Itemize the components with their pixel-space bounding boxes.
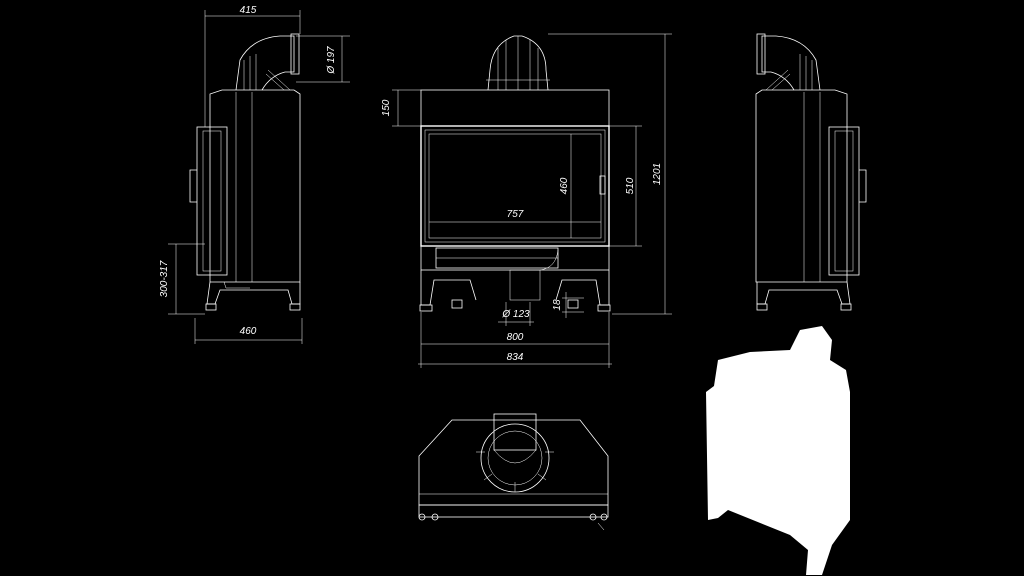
front-view-dimensions: 150 460 757 510 1201 18 Ø 123 800 834 xyxy=(381,33,672,368)
left-side-view xyxy=(189,33,301,311)
dim-460-depth: 460 xyxy=(240,326,257,337)
dim-460-glass: 460 xyxy=(559,177,570,194)
dim-150: 150 xyxy=(381,99,392,116)
dim-flue-197: Ø 197 xyxy=(326,46,337,75)
dim-834: 834 xyxy=(507,352,524,363)
fireplace-silhouette xyxy=(706,326,850,575)
dim-1201: 1201 xyxy=(652,163,663,185)
left-view-dimensions: 415 Ø 197 300-317 460 xyxy=(159,5,350,344)
dim-18: 18 xyxy=(552,299,563,311)
dim-300-317: 300-317 xyxy=(159,260,170,297)
dim-510: 510 xyxy=(625,177,636,194)
front-view xyxy=(419,35,611,312)
top-view xyxy=(418,413,609,531)
dim-415: 415 xyxy=(240,5,257,16)
right-side-view xyxy=(755,33,867,311)
dim-800: 800 xyxy=(507,332,524,343)
dim-air-123: Ø 123 xyxy=(501,309,530,320)
dim-757: 757 xyxy=(507,209,524,220)
